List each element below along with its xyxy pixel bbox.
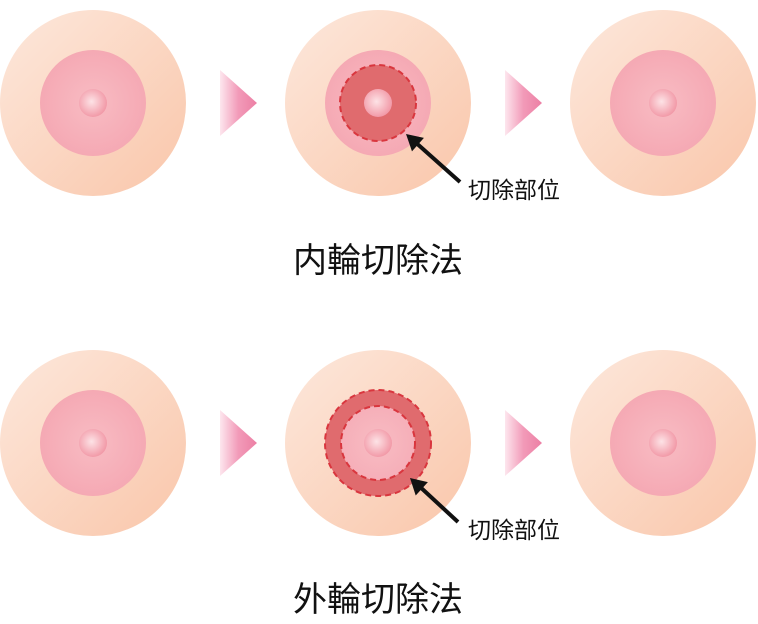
arrow-icon bbox=[410, 478, 428, 496]
step-arrow-triangle bbox=[220, 410, 257, 476]
step-arrow-triangle bbox=[505, 70, 542, 136]
excision-inner-line bbox=[340, 405, 416, 481]
arrow-icon bbox=[406, 134, 424, 152]
excision-site-label: 切除部位 bbox=[468, 518, 560, 544]
pointer-arrow-line bbox=[416, 483, 460, 524]
nipple bbox=[79, 429, 107, 457]
nipple bbox=[649, 429, 677, 457]
inner-excision-row bbox=[0, 10, 756, 196]
excision-site-label: 切除部位 bbox=[468, 178, 560, 204]
step-arrow-triangle bbox=[505, 410, 542, 476]
nipple bbox=[364, 429, 392, 457]
method-title: 外輪切除法 bbox=[293, 580, 463, 620]
pointer-arrow-line bbox=[412, 139, 462, 184]
excision-outer-line bbox=[324, 389, 432, 497]
nipple bbox=[79, 89, 107, 117]
method-title: 内輪切除法 bbox=[293, 241, 463, 281]
step-arrow-triangle bbox=[220, 70, 257, 136]
nipple bbox=[364, 89, 392, 117]
nipple bbox=[649, 89, 677, 117]
excision-ring bbox=[325, 390, 431, 496]
outer-excision-row bbox=[0, 350, 756, 536]
